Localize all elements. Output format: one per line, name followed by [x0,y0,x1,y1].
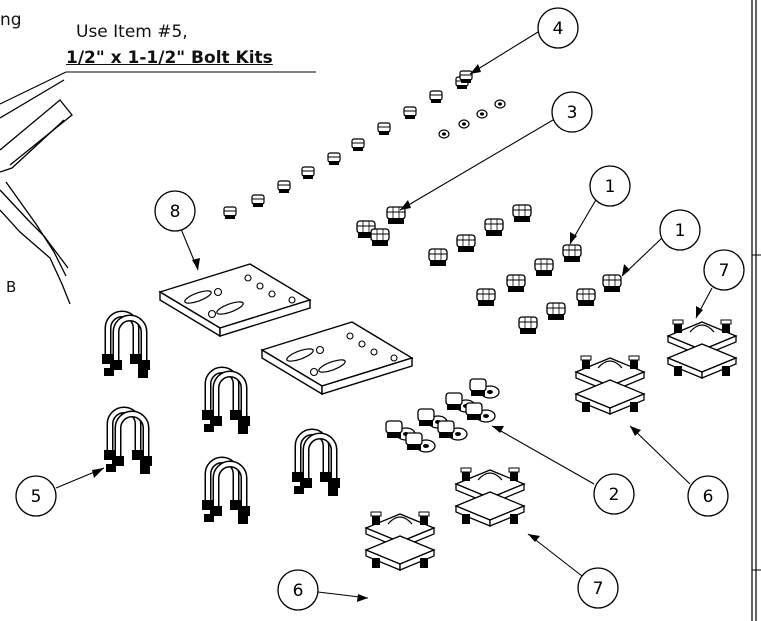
small-bolt [429,90,443,104]
balloon-item-1 [659,209,701,251]
pipe-clamp [667,319,737,379]
bolt-nut [484,218,504,237]
u-bolt [292,432,340,496]
item-1-bolts [428,204,622,335]
bolt-washer [405,432,436,453]
balloon-item-7 [577,567,619,609]
washer [438,129,450,139]
note-line2: 1/2" x 1-1/2" Bolt Kits [66,48,273,68]
bolt-nut [602,274,622,293]
balloon-item-1 [589,165,631,207]
callout-label: 5 [31,487,42,507]
bolt-nut [546,302,566,321]
callout-label: 6 [703,487,714,507]
bolt-nut [428,248,448,267]
small-bolt [351,138,365,152]
bolt-nut [456,234,476,253]
balloon-item-5 [15,475,57,517]
balloon-item-2 [593,473,635,515]
u-bolt [102,314,150,378]
bolt-nut [476,288,496,307]
balloon-item-4 [537,7,579,49]
callout-label: 6 [293,581,304,601]
balloon-item-8 [154,190,196,232]
bolt-washer [465,402,496,423]
callout-label: 4 [553,19,564,39]
small-bolt [459,70,473,84]
bolt-nut [576,288,596,307]
beam-section-view [0,79,73,305]
callout-label: 1 [605,177,616,197]
u-bolt [202,460,250,524]
pipe-clamp [365,511,435,571]
u-bolt [202,370,250,434]
balloon-item-6 [277,569,319,611]
callout-label: 8 [170,202,181,222]
balloon-item-3 [551,91,593,133]
small-bolt [327,152,341,166]
small-bolt [403,106,417,120]
drawing-frame [751,0,761,621]
item-8-plates [159,263,413,395]
item-4-bolts [223,70,506,220]
small-bolt [223,206,237,220]
pipe-clamp [575,355,645,415]
washer [494,99,506,109]
small-bolt [377,122,391,136]
small-bolt [301,166,315,180]
balloon-item-7 [703,249,745,291]
mounting-plate [159,263,311,337]
callout-labels: 4 3 8 1 1 7 5 2 6 6 7 [31,19,730,601]
callout-balloons [15,7,745,611]
washer [458,119,470,129]
callout-label: 3 [567,103,578,123]
bolt-nut [534,258,554,277]
leader-arrowheads [92,64,703,602]
bolt-washer [469,378,500,399]
pipe-clamp [455,467,525,527]
mounting-plate [261,321,413,395]
washer [476,109,488,119]
callout-label: 7 [719,261,730,281]
view-label: B [6,278,17,296]
bolt-nut [518,316,538,335]
item-3-bolts [356,206,406,247]
bolt-nut [512,204,532,223]
leader-lines [55,31,713,599]
hex-bolt [370,228,390,247]
item-2-bolts [385,378,500,453]
callout-label: 7 [593,579,604,599]
bolt-nut [562,244,582,263]
note-line1: Use Item #5, [76,22,188,42]
small-bolt [277,180,291,194]
bolt-washer [437,420,468,441]
small-bolt [251,194,265,208]
balloon-item-6 [687,475,729,517]
truncated-text-fragment: ng [0,10,22,30]
u-bolt [104,410,152,474]
callout-label: 2 [609,485,620,505]
callout-label: 1 [675,221,686,241]
bolt-nut [506,274,526,293]
note-leader [0,71,316,105]
